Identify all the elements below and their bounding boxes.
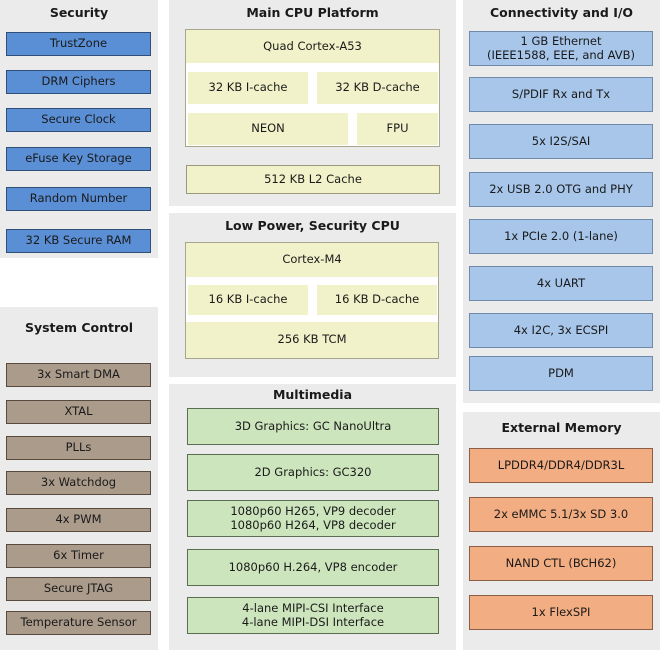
extmem-item-flexspi: 1x FlexSPI <box>469 595 653 630</box>
conn-item-ethernet-line1: 1 GB Ethernet <box>520 34 602 49</box>
low-power-cpu-dcache: 16 KB D-cache <box>317 285 437 315</box>
sysctl-item-watchdog: 3x Watchdog <box>6 471 151 495</box>
conn-item-i2s: 5x I2S/SAI <box>469 124 653 159</box>
low-power-cpu-title: Low Power, Security CPU <box>225 218 400 233</box>
conn-item-usb-label: 2x USB 2.0 OTG and PHY <box>489 181 633 196</box>
low-power-cpu-group: Cortex-M4 16 KB I-cache 16 KB D-cache 25… <box>185 242 439 359</box>
low-power-cpu-icache: 16 KB I-cache <box>188 285 308 315</box>
main-cpu-core-label: Quad Cortex-A53 <box>186 30 439 63</box>
multimedia-item-decoder: 1080p60 H265, VP9 decoder 1080p60 H264, … <box>187 500 439 537</box>
conn-item-ethernet: 1 GB Ethernet (IEEE1588, EEE, and AVB) <box>469 31 653 66</box>
main-cpu-fpu: FPU <box>357 113 438 145</box>
low-power-cpu-panel: Low Power, Security CPU Cortex-M4 16 KB … <box>169 213 456 377</box>
main-cpu-panel: Main CPU Platform Quad Cortex-A53 32 KB … <box>169 0 456 206</box>
low-power-cpu-tcm: 256 KB TCM <box>186 322 438 358</box>
multimedia-item-2d-graphics: 2D Graphics: GC320 <box>187 454 439 491</box>
conn-item-usb: 2x USB 2.0 OTG and PHY <box>469 172 653 207</box>
sysctl-item-temp-sensor: Temperature Sensor <box>6 611 151 635</box>
conn-item-spdif-label: S/PDIF Rx and Tx <box>511 86 611 101</box>
main-cpu-icache: 32 KB I-cache <box>188 72 308 104</box>
security-item-efuse: eFuse Key Storage <box>6 147 151 171</box>
conn-item-uart-label: 4x UART <box>536 275 586 290</box>
multimedia-panel: Multimedia 3D Graphics: GC NanoUltra 2D … <box>169 384 456 650</box>
multimedia-item-decoder-line2: 1080p60 H264, VP8 decoder <box>230 517 396 532</box>
multimedia-item-3d-graphics-label: 3D Graphics: GC NanoUltra <box>234 418 392 433</box>
conn-item-pdm: PDM <box>469 356 653 391</box>
sysctl-item-secure-jtag: Secure JTAG <box>6 577 151 601</box>
main-cpu-core-group: Quad Cortex-A53 32 KB I-cache 32 KB D-ca… <box>185 29 440 147</box>
conn-item-i2s-label: 5x I2S/SAI <box>531 133 591 148</box>
conn-item-pdm-label: PDM <box>548 365 574 380</box>
sysctl-item-pwm: 4x PWM <box>6 508 151 532</box>
conn-item-i2c-ecspi: 4x I2C, 3x ECSPI <box>469 313 653 348</box>
conn-item-pcie-label: 1x PCIe 2.0 (1-lane) <box>504 228 618 243</box>
connectivity-panel: Connectivity and I/O 1 GB Ethernet (IEEE… <box>463 0 660 403</box>
extmem-item-emmc-sd: 2x eMMC 5.1/3x SD 3.0 <box>469 497 653 532</box>
main-cpu-l2-cache: 512 KB L2 Cache <box>186 165 440 194</box>
conn-item-spdif: S/PDIF Rx and Tx <box>469 77 653 112</box>
conn-item-pcie: 1x PCIe 2.0 (1-lane) <box>469 219 653 254</box>
low-power-cpu-core-label: Cortex-M4 <box>186 243 438 277</box>
main-cpu-neon: NEON <box>188 113 348 145</box>
extmem-item-nand: NAND CTL (BCH62) <box>469 546 653 581</box>
multimedia-item-3d-graphics: 3D Graphics: GC NanoUltra <box>187 408 439 445</box>
main-cpu-title: Main CPU Platform <box>246 5 379 20</box>
multimedia-item-mipi: 4-lane MIPI-CSI Interface 4-lane MIPI-DS… <box>187 597 439 634</box>
sysctl-item-smart-dma: 3x Smart DMA <box>6 363 151 387</box>
sysctl-item-plls: PLLs <box>6 436 151 460</box>
conn-item-uart: 4x UART <box>469 266 653 301</box>
security-title: Security <box>49 5 109 20</box>
connectivity-title: Connectivity and I/O <box>489 5 634 20</box>
extmem-item-lpddr4: LPDDR4/DDR4/DDR3L <box>469 448 653 483</box>
security-item-secure-clock: Secure Clock <box>6 108 151 132</box>
security-item-random-number: Random Number <box>6 187 151 211</box>
multimedia-title: Multimedia <box>272 387 353 402</box>
sysctl-item-timer: 6x Timer <box>6 544 151 568</box>
security-item-drm-ciphers: DRM Ciphers <box>6 70 151 94</box>
sysctl-item-xtal: XTAL <box>6 400 151 424</box>
external-memory-title: External Memory <box>501 420 622 435</box>
external-memory-panel: External Memory LPDDR4/DDR4/DDR3L 2x eMM… <box>463 412 660 650</box>
conn-item-i2c-ecspi-label: 4x I2C, 3x ECSPI <box>513 322 609 337</box>
multimedia-item-mipi-line1: 4-lane MIPI-CSI Interface <box>242 601 384 616</box>
main-cpu-dcache: 32 KB D-cache <box>317 72 438 104</box>
multimedia-item-2d-graphics-label: 2D Graphics: GC320 <box>254 464 372 479</box>
system-control-panel: System Control 3x Smart DMA XTAL PLLs 3x… <box>0 307 158 650</box>
security-item-trustzone: TrustZone <box>6 32 151 56</box>
security-panel: Security TrustZone DRM Ciphers Secure Cl… <box>0 0 158 258</box>
multimedia-item-mipi-line2: 4-lane MIPI-DSI Interface <box>241 614 385 629</box>
conn-item-ethernet-line2: (IEEE1588, EEE, and AVB) <box>486 47 636 62</box>
security-item-secure-ram: 32 KB Secure RAM <box>6 229 151 253</box>
multimedia-item-decoder-line1: 1080p60 H265, VP9 decoder <box>230 504 396 519</box>
multimedia-item-encoder: 1080p60 H.264, VP8 encoder <box>187 549 439 586</box>
system-control-title: System Control <box>24 320 134 335</box>
multimedia-item-encoder-label: 1080p60 H.264, VP8 encoder <box>228 559 398 574</box>
